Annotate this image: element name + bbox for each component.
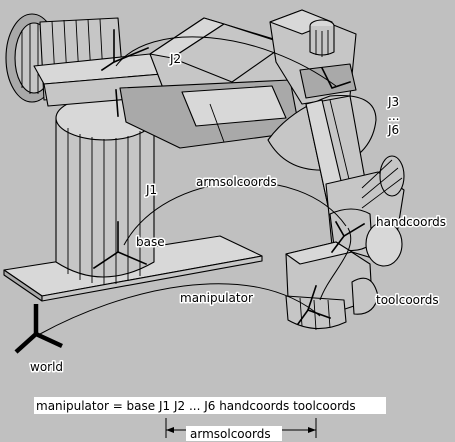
label-handcoords: handcoords: [376, 215, 446, 229]
equation-text: manipulator = base J1 J2 ... J6 handcoor…: [36, 399, 356, 413]
label-j2: J2: [169, 52, 181, 66]
label-ellipsis: ...: [388, 109, 399, 123]
label-manipulator: manipulator: [180, 291, 253, 305]
label-world: world: [30, 360, 63, 374]
label-toolcoords: toolcoords: [376, 293, 439, 307]
label-j3: J3: [387, 95, 399, 109]
bracket-label: armsolcoords: [190, 427, 271, 441]
label-j6: J6: [387, 123, 399, 137]
label-base: base: [136, 235, 165, 249]
label-j1: J1: [145, 183, 157, 197]
label-armsolcoords: armsolcoords: [196, 175, 277, 189]
frame-world-axes: [16, 304, 62, 352]
